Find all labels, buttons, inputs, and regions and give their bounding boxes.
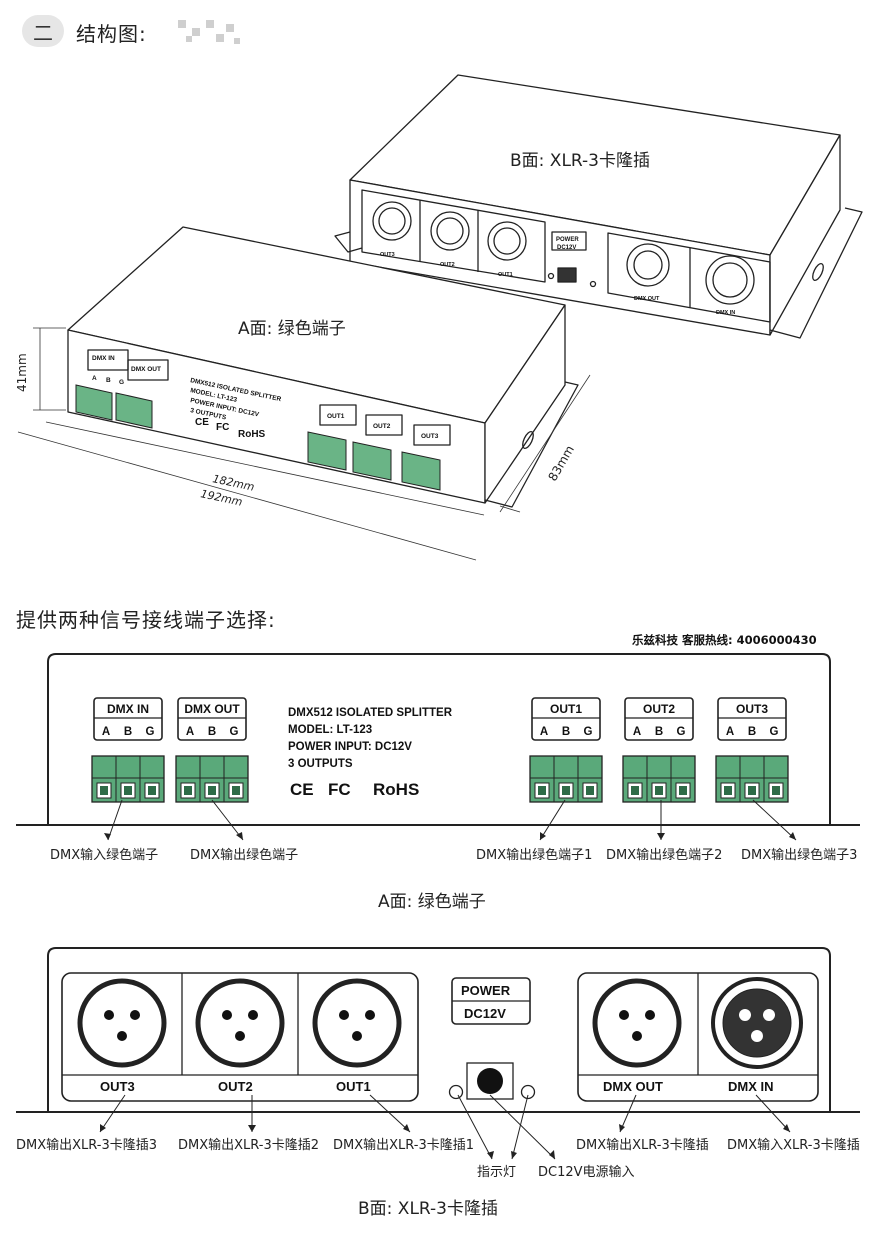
iso-b-out3-label: OUT3 bbox=[380, 252, 395, 258]
iso-dmx-in-label: DMX IN bbox=[92, 355, 115, 362]
isometric-view-drawing: 41mm 182mm 192mm 83mm DMX IN DMX OUT A B… bbox=[15, 74, 863, 561]
indicator-led-icon bbox=[448, 1084, 464, 1100]
dc-jack-icon bbox=[477, 1068, 503, 1094]
a-face-label: A面: 绿色端子 bbox=[378, 892, 486, 912]
terminal-title-out2: OUT2 bbox=[643, 702, 675, 716]
iso-b-dc-label: DC12V bbox=[557, 245, 576, 251]
terminal-pin-b: B bbox=[124, 726, 132, 738]
dim-height-label: 41mm bbox=[15, 353, 29, 392]
iso-b-power-label: POWER bbox=[556, 237, 579, 243]
a-caption-out2: DMX输出绿色端子2 bbox=[606, 848, 723, 863]
dim-width-label: 83mm bbox=[545, 443, 576, 483]
b-label-out2: OUT2 bbox=[218, 1079, 253, 1094]
iso-rohs-mark: RoHS bbox=[238, 429, 266, 440]
a-info-line-3: POWER INPUT: DC12V bbox=[288, 741, 412, 753]
b-caption-dmx-out: DMX输出XLR-3卡隆插 bbox=[576, 1138, 709, 1153]
b-face-label: B面: XLR-3卡隆插 bbox=[358, 1199, 498, 1219]
a-info-line-2: MODEL: LT-123 bbox=[288, 724, 372, 736]
terminal-title-dmx-in: DMX IN bbox=[107, 702, 149, 716]
a-caption-out3: DMX输出绿色端子3 bbox=[741, 848, 858, 863]
xlr-female-icon bbox=[312, 978, 402, 1068]
terminal-pin-g: G bbox=[677, 726, 686, 738]
b-label-out3: OUT3 bbox=[100, 1079, 135, 1094]
b-caption-dc-input: DC12V电源输入 bbox=[538, 1165, 635, 1180]
terminal-pin-a: A bbox=[102, 726, 110, 738]
terminal-pin-g: G bbox=[230, 726, 239, 738]
iso-pin-b: B bbox=[106, 377, 111, 384]
iso-b-dmx-in-label: DMX IN bbox=[716, 310, 735, 316]
terminal-block-dmx-in: DMX IN A B G bbox=[91, 697, 165, 803]
iso-pin-a: A bbox=[92, 375, 97, 382]
terminal-pin-g: G bbox=[584, 726, 593, 738]
a-fc-mark: FC bbox=[328, 780, 351, 799]
terminal-pin-b: B bbox=[655, 726, 663, 738]
iso-b-face-label: B面: XLR-3卡隆插 bbox=[510, 151, 650, 171]
xlr-female-icon bbox=[77, 978, 167, 1068]
b-dc12v-label: DC12V bbox=[464, 1006, 506, 1021]
terminal-title-dmx-out: DMX OUT bbox=[184, 702, 240, 716]
terminal-pin-a: A bbox=[540, 726, 548, 738]
iso-a-face-label: A面: 绿色端子 bbox=[238, 319, 346, 339]
iso-b-dmx-out-label: DMX OUT bbox=[634, 296, 660, 302]
terminal-title-out1: OUT1 bbox=[550, 702, 582, 716]
terminal-pin-a: A bbox=[633, 726, 641, 738]
b-caption-dmx-in: DMX输入XLR-3卡隆插 bbox=[727, 1138, 860, 1153]
iso-b-out1-label: OUT1 bbox=[498, 272, 513, 278]
a-face-leader-lines bbox=[104, 799, 797, 841]
b-face-panel: POWER DC12V OUT3 OUT2 OUT1 DMX OUT DMX I… bbox=[16, 947, 860, 1113]
terminal-pin-a: A bbox=[726, 726, 734, 738]
xlr-female-icon bbox=[592, 978, 682, 1068]
terminal-pin-b: B bbox=[748, 726, 756, 738]
iso-out1-label: OUT1 bbox=[327, 413, 345, 420]
terminal-block-dmx-out: DMX OUT A B G bbox=[175, 697, 249, 803]
header-decoration bbox=[178, 20, 240, 44]
terminal-pin-b: B bbox=[562, 726, 570, 738]
connector-choice-title: 提供两种信号接线端子选择: bbox=[16, 608, 276, 632]
iso-ce-mark: CE bbox=[195, 417, 209, 428]
xlr-connectors bbox=[77, 977, 803, 1069]
b-caption-out1: DMX输出XLR-3卡隆插1 bbox=[333, 1138, 475, 1153]
a-ce-mark: CE bbox=[290, 780, 314, 799]
iso-out3-label: OUT3 bbox=[421, 433, 439, 440]
hotline-text: 乐兹科技 客服热线: 4006000430 bbox=[632, 633, 817, 647]
terminal-pin-g: G bbox=[146, 726, 155, 738]
iso-fc-mark: FC bbox=[216, 422, 229, 433]
xlr-female-icon bbox=[195, 978, 285, 1068]
a-face-panel: DMX512 ISOLATED SPLITTER MODEL: LT-123 P… bbox=[16, 653, 860, 826]
a-info-line-4: 3 OUTPUTS bbox=[288, 758, 353, 770]
dim-length-outer-label: 192mm bbox=[199, 487, 243, 509]
a-caption-dmx-out: DMX输出绿色端子 bbox=[190, 848, 299, 863]
terminal-pin-a: A bbox=[186, 726, 194, 738]
b-label-out1: OUT1 bbox=[336, 1079, 371, 1094]
b-caption-indicator: 指示灯 bbox=[477, 1165, 517, 1180]
b-caption-out3: DMX输出XLR-3卡隆插3 bbox=[16, 1138, 158, 1153]
section-number-badge: 二 bbox=[22, 15, 64, 47]
a-caption-dmx-in: DMX输入绿色端子 bbox=[50, 848, 159, 863]
terminal-pin-g: G bbox=[770, 726, 779, 738]
terminal-pin-b: B bbox=[208, 726, 216, 738]
section-title: 结构图: bbox=[76, 22, 147, 46]
b-caption-out2: DMX输出XLR-3卡隆插2 bbox=[178, 1138, 320, 1153]
iso-b-out2-label: OUT2 bbox=[440, 262, 455, 268]
b-power-label: POWER bbox=[461, 983, 511, 998]
iso-pin-g: G bbox=[119, 379, 124, 386]
terminal-title-out3: OUT3 bbox=[736, 702, 768, 716]
a-info-line-1: DMX512 ISOLATED SPLITTER bbox=[288, 707, 453, 719]
iso-out2-label: OUT2 bbox=[373, 423, 391, 430]
a-rohs-mark: RoHS bbox=[373, 780, 419, 799]
b-face-leader-lines bbox=[99, 1094, 791, 1160]
b-label-dmx-out: DMX OUT bbox=[603, 1079, 663, 1094]
b-label-dmx-in: DMX IN bbox=[728, 1079, 774, 1094]
iso-dmx-out-label: DMX OUT bbox=[131, 366, 161, 373]
a-caption-out1: DMX输出绿色端子1 bbox=[476, 848, 593, 863]
indicator-led-icon-2 bbox=[520, 1084, 536, 1100]
